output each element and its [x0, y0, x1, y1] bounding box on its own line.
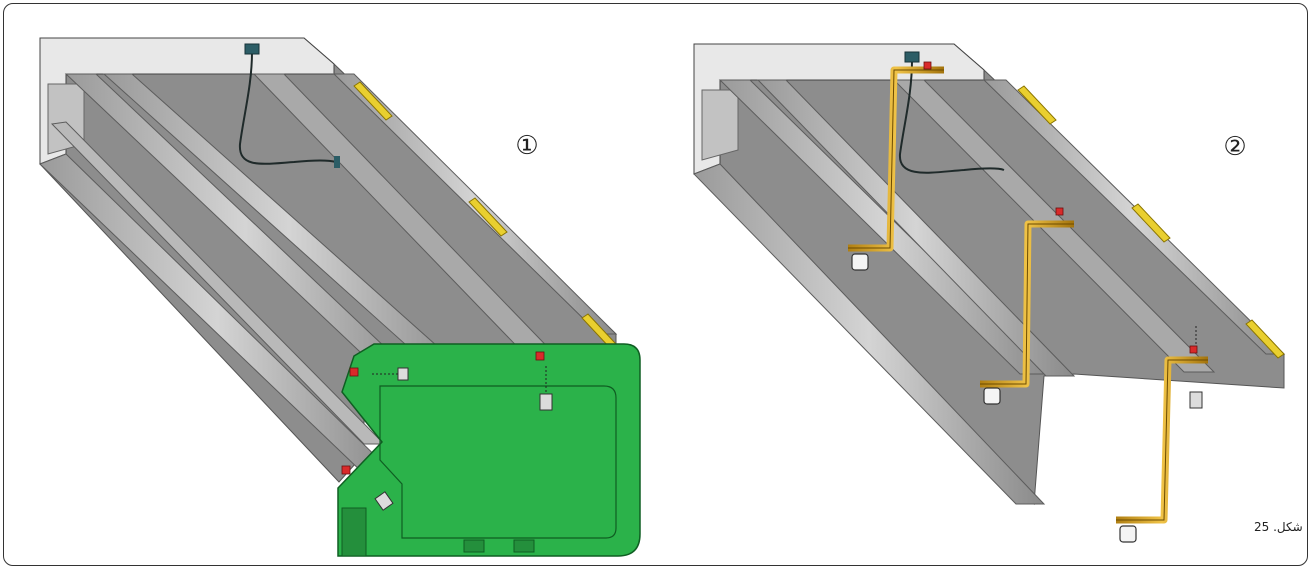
- cable: [898, 59, 1005, 174]
- step-1-label: ①: [515, 131, 539, 161]
- seal-strips: [1017, 85, 1285, 359]
- step-2-illustration: [693, 43, 1286, 543]
- step-1-illustration: [39, 37, 641, 557]
- screws: [1189, 391, 1203, 409]
- figure-caption: 25 .شکل: [1254, 520, 1303, 534]
- red-markers: [341, 351, 545, 475]
- step-2-label: ②: [1223, 132, 1247, 162]
- screws: [374, 367, 553, 511]
- green-end-cap: [337, 343, 641, 557]
- figure-frame: ① ② 25 .شکل: [3, 3, 1308, 566]
- seal-strips: [353, 81, 617, 349]
- cable: [238, 51, 337, 165]
- bracket-clips: [851, 253, 1137, 543]
- red-markers: [923, 61, 1198, 354]
- profile-rails: [39, 73, 618, 475]
